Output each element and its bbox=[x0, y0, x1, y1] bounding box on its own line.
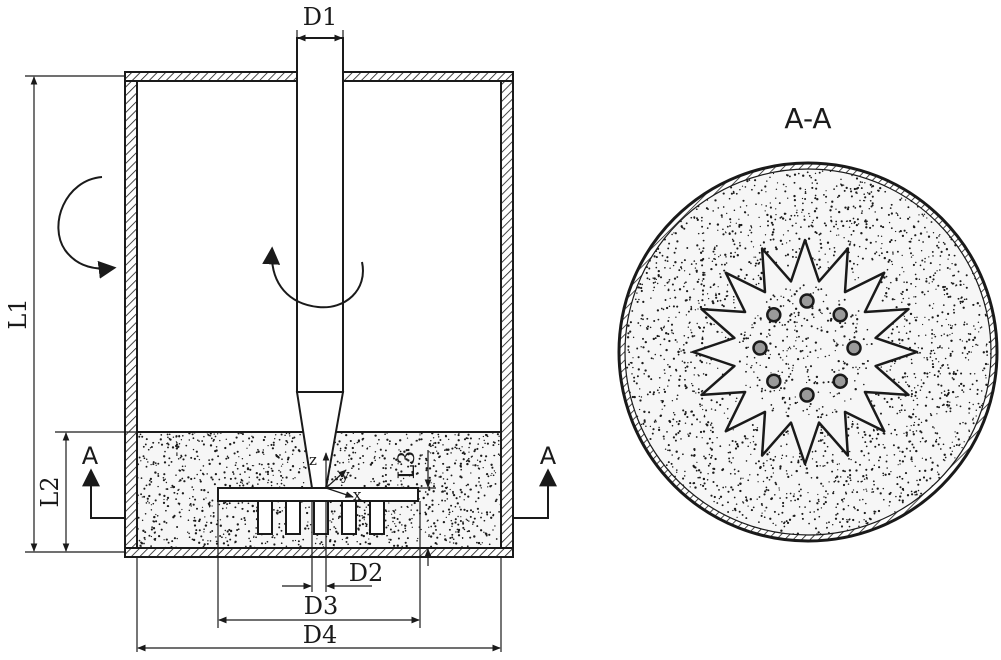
section-left-label: A bbox=[82, 442, 99, 470]
container-rotation-arrow bbox=[57, 176, 117, 279]
d4-label: D4 bbox=[303, 621, 338, 649]
section-a-a-view bbox=[617, 161, 999, 543]
l1-label: L1 bbox=[4, 298, 32, 329]
section-title: A-A bbox=[784, 102, 831, 135]
stirred-zone-star bbox=[691, 238, 919, 466]
container-right-wall bbox=[500, 80, 514, 549]
stirrer-head bbox=[217, 487, 419, 535]
section-mark-right: A bbox=[513, 442, 557, 519]
axis-x-label: x bbox=[353, 486, 362, 504]
axis-z-label: z bbox=[309, 451, 317, 469]
dimension-d3: D3 bbox=[217, 501, 421, 628]
section-wall-hatch bbox=[619, 163, 997, 541]
l3-label: L3 bbox=[395, 451, 420, 480]
d1-label: D1 bbox=[303, 3, 338, 31]
dimension-d4: D4 bbox=[136, 557, 502, 652]
l2-label: L2 bbox=[36, 476, 64, 507]
dimension-l1: L1 bbox=[4, 75, 125, 553]
section-wall-inner bbox=[624, 168, 992, 536]
dimension-d1: D1 bbox=[296, 3, 344, 72]
stirrer-plate bbox=[217, 487, 419, 502]
d3-label: D3 bbox=[304, 592, 339, 620]
container-bottom-wall bbox=[124, 547, 514, 558]
stirrer-pins bbox=[257, 500, 385, 535]
local-axes: z y x bbox=[309, 451, 362, 504]
container-left-wall bbox=[124, 80, 138, 549]
tool-rotation-arrow bbox=[262, 246, 364, 309]
d2-label: D2 bbox=[349, 559, 384, 587]
tool-spindle bbox=[295, 37, 345, 489]
axis-y-label: y bbox=[340, 466, 350, 484]
section-right-label: A bbox=[540, 442, 557, 470]
dimension-d2: D2 bbox=[282, 501, 383, 592]
tool-shank bbox=[296, 37, 344, 393]
pin-holes bbox=[752, 293, 862, 403]
section-mark-left: A bbox=[82, 442, 125, 519]
section-wall-outer bbox=[617, 161, 999, 543]
dimension-l2: L2 bbox=[36, 431, 137, 552]
dimension-l3: L3 bbox=[395, 450, 436, 566]
